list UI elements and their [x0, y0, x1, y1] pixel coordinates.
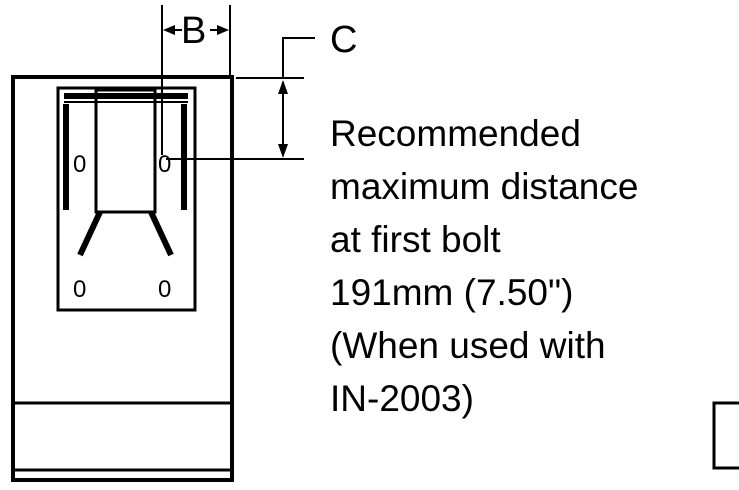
- mounting-bracket: [56, 86, 197, 312]
- bolt-hole-lower-left: 0: [73, 276, 86, 303]
- dim-c-top-arrow: [278, 80, 288, 94]
- adjacent-bracket-edge: [712, 401, 739, 470]
- dim-c-leader: [282, 37, 315, 78]
- right-diagonal-leg: [148, 210, 174, 257]
- dim-b-label: B: [181, 10, 206, 52]
- dim-c-bottom-arrow: [278, 144, 288, 158]
- note-line-1: Recommended: [330, 113, 581, 154]
- note-line-3: at first bolt: [330, 219, 501, 260]
- bolt-hole-upper-left: 0: [73, 151, 86, 178]
- bracket-plate: [56, 86, 197, 312]
- center-channel: [94, 88, 157, 214]
- bolt-hole-upper-right: 0: [158, 151, 171, 178]
- dimension-b: [161, 5, 231, 155]
- bolt-hole-lower-right: 0: [158, 276, 171, 303]
- housing: [11, 75, 234, 482]
- housing-outline: [11, 75, 234, 482]
- note-line-4: 191mm (7.50"): [330, 272, 573, 313]
- bolt-holes: 0 0 0 0: [73, 151, 171, 303]
- dimension-c: [166, 37, 315, 160]
- note-line-2: maximum distance: [330, 166, 638, 207]
- dim-c-label: C: [330, 19, 357, 61]
- dim-b-right-arrow: [217, 25, 229, 35]
- left-diagonal-leg: [77, 210, 103, 257]
- dim-b-left-arrow: [163, 25, 175, 35]
- note-line-5: (When used with: [330, 325, 606, 366]
- recommendation-note: Recommended maximum distance at first bo…: [330, 113, 638, 419]
- note-line-6: IN-2003): [330, 378, 474, 419]
